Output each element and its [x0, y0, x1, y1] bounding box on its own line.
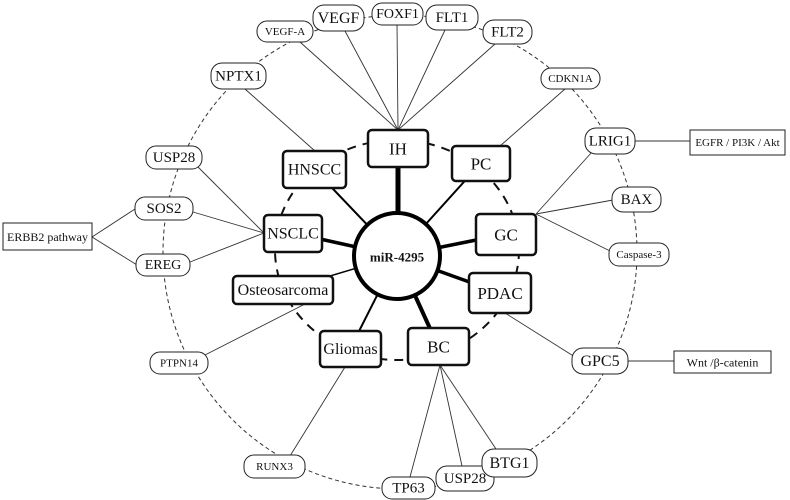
disease-nodes: IH PC GC PDAC BC Gliomas Osteosarcoma N [231, 128, 538, 369]
edge-osteosarcoma-ptpn14 [204, 303, 306, 356]
node-sos2-label: SOS2 [146, 201, 181, 217]
node-ereg: EREG [135, 253, 191, 277]
node-egfr-pi3k-akt-label: EGFR / PI3K / Akt [695, 137, 779, 149]
node-osteosarcoma: Osteosarcoma [231, 274, 335, 306]
node-pdac-label: PDAC [477, 284, 522, 303]
edge-gc-bax [535, 199, 614, 215]
node-runx3-label: RUNX3 [256, 461, 293, 473]
node-btg1-label: BTG1 [490, 455, 530, 472]
edge-pdac-gpc5 [504, 312, 576, 358]
node-egfr-pi3k-akt: EGFR / PI3K / Akt [689, 129, 786, 156]
node-btg1: BTG1 [481, 448, 538, 478]
edge-nsclc-sos2 [192, 211, 265, 234]
node-nsclc-label: NSCLC [267, 226, 319, 243]
edge-pc-cdkn1a [499, 88, 566, 147]
node-gc-label: GC [494, 226, 518, 245]
edge-ih-foxf1 [396, 23, 399, 131]
edge-bc-usp28 [439, 364, 463, 467]
edge-ih-flt1 [397, 29, 446, 131]
node-gliomas: Gliomas [318, 329, 383, 369]
node-gpc5: GPC5 [571, 347, 629, 375]
node-caspase3-label: Caspase-3 [616, 249, 662, 261]
node-flt2-label: FLT2 [491, 25, 524, 41]
edge-gliomas-runx3 [289, 366, 346, 457]
node-bax: BAX [611, 186, 662, 213]
node-usp28-bottom-label: USP28 [444, 471, 487, 487]
edge-ih-flt2 [397, 43, 496, 131]
edge-nsclc-ereg [189, 232, 265, 263]
node-ptpn14-label: PTPN14 [160, 358, 198, 370]
node-erbb2-pathway: ERBB2 pathway [2, 222, 93, 251]
edge-bc-tp63 [409, 364, 441, 478]
pathway-nodes: EGFR / PI3K / Akt Wnt /β-catenin ERBB2 p… [2, 129, 786, 374]
edge-hnscc-nptx1 [244, 88, 316, 152]
node-gc: GC [474, 212, 538, 257]
node-gliomas-label: Gliomas [323, 341, 377, 358]
center-node-label: miR-4295 [370, 250, 425, 265]
node-osteosarcoma-label: Osteosarcoma [238, 282, 329, 299]
node-hnscc: HNSCC [281, 149, 348, 190]
node-usp28-bottom: USP28 [435, 465, 495, 492]
node-usp28-left-label: USP28 [153, 150, 196, 166]
node-erbb2-pathway-label: ERBB2 pathway [7, 230, 88, 244]
node-ih: IH [366, 128, 430, 169]
node-bc-label: BC [427, 338, 450, 357]
edge-bc-btg1 [439, 364, 499, 453]
node-foxf1-label: FOXF1 [376, 7, 419, 22]
node-vegf: VEGF [312, 4, 365, 32]
node-vegf-a-label: VEGF-A [265, 26, 305, 38]
node-sos2: SOS2 [134, 196, 194, 221]
edge-gc-caspase3 [535, 213, 613, 253]
node-flt1: FLT1 [425, 4, 479, 31]
node-pc: PC [450, 144, 512, 183]
node-pc-label: PC [471, 155, 492, 174]
node-vegf-label: VEGF [318, 10, 360, 27]
node-caspase3: Caspase-3 [608, 242, 670, 267]
node-runx3: RUNX3 [243, 454, 306, 479]
node-tp63: TP63 [381, 476, 436, 500]
node-nptx1-label: NPTX1 [215, 69, 262, 85]
node-tp63-label: TP63 [392, 481, 425, 497]
node-vegf-a: VEGF-A [256, 20, 314, 43]
node-wnt-beta-catenin-label: Wnt /β-catenin [687, 356, 759, 370]
node-ih-label: IH [389, 140, 407, 159]
node-usp28-left: USP28 [145, 145, 203, 170]
edge-sos2-erbb2 [91, 208, 136, 238]
node-ereg-label: EREG [145, 258, 182, 273]
edge-ereg-erbb2 [91, 236, 138, 266]
node-cdkn1a: CDKN1A [540, 67, 601, 90]
node-flt2: FLT2 [482, 19, 533, 45]
node-lrig1-label: LRIG1 [589, 134, 632, 150]
node-hnscc-label: HNSCC [288, 162, 341, 179]
node-nsclc: NSCLC [262, 213, 324, 254]
edge-nsclc-usp28 [197, 166, 265, 234]
node-nptx1: NPTX1 [210, 62, 267, 90]
node-wnt-beta-catenin: Wnt /β-catenin [673, 350, 772, 374]
node-foxf1: FOXF1 [371, 2, 424, 26]
node-pdac: PDAC [467, 271, 533, 315]
target-nodes: VEGF-A VEGF FOXF1 FLT1 FLT2 NPTX1 CDKN1A [134, 2, 670, 500]
node-gpc5-label: GPC5 [580, 353, 619, 370]
edge-gc-lrig1 [535, 151, 593, 215]
node-bc: BC [406, 326, 471, 367]
node-bax-label: BAX [621, 192, 653, 208]
edge-ih-vegf [344, 30, 399, 131]
node-flt1-label: FLT1 [436, 10, 469, 26]
center-node: miR-4295 [352, 211, 442, 301]
node-ptpn14: PTPN14 [149, 351, 209, 375]
target-edges [91, 23, 690, 478]
edge-ih-vegf-a [299, 41, 399, 131]
node-lrig1: LRIG1 [584, 127, 636, 155]
node-cdkn1a-label: CDKN1A [548, 73, 593, 85]
